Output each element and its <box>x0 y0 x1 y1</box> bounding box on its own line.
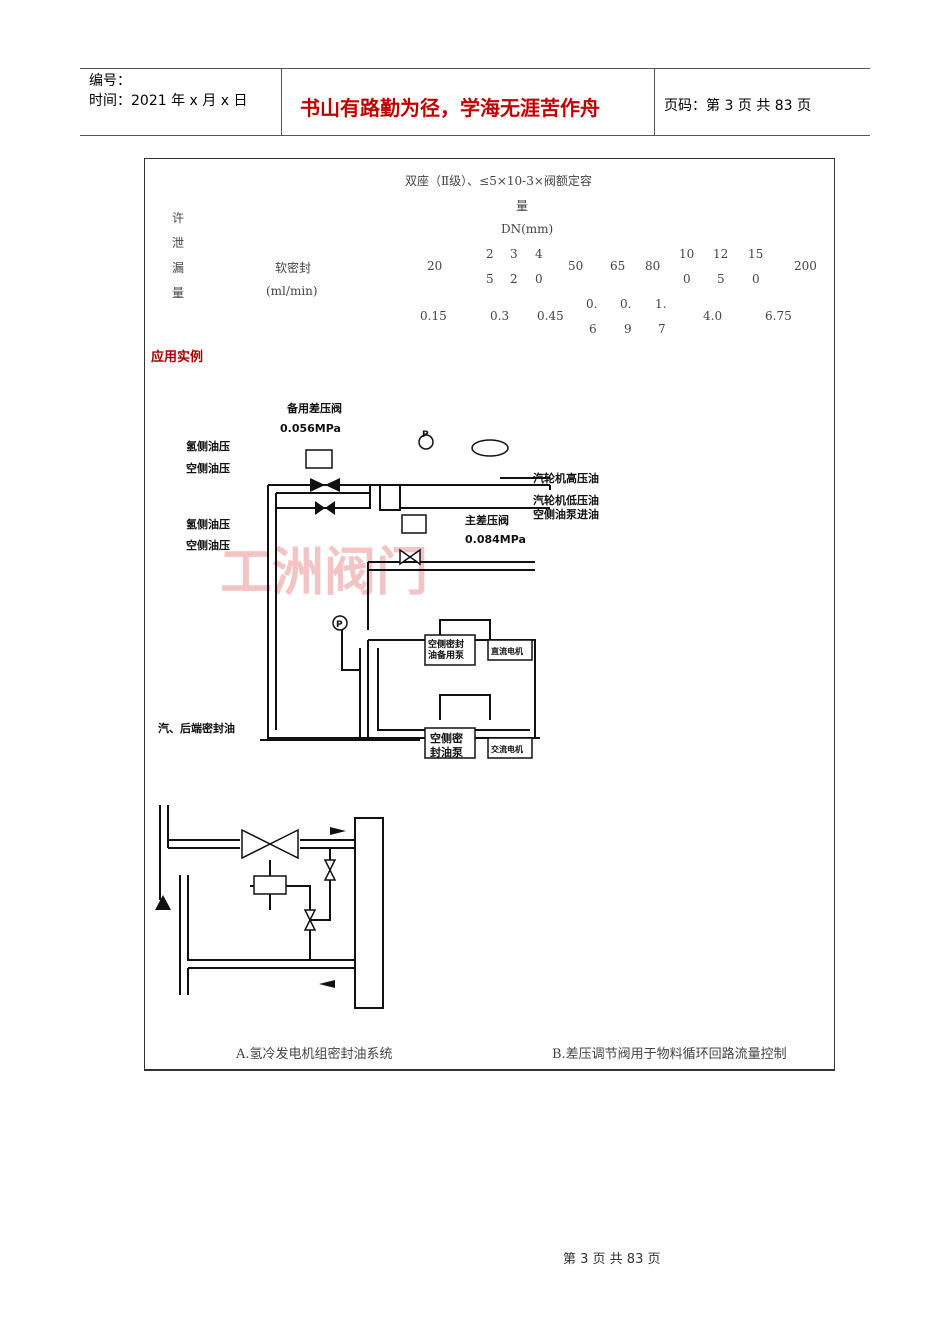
leak-value: 1. <box>655 297 667 311</box>
row-label-char: 漏 <box>172 261 185 275</box>
air-pump-inlet-label: 空侧油泵进油 <box>533 507 599 521</box>
seal-label: 软密封 <box>275 261 312 275</box>
leak-value: 4.0 <box>703 309 723 323</box>
leak-value: 9 <box>624 322 632 336</box>
turbine-low-label: 汽轮机低压油 <box>533 493 599 507</box>
h2-oil-pressure-label: 氢侧油压 <box>186 517 230 531</box>
leak-value: 0. <box>586 297 598 311</box>
dn-value: 80 <box>645 259 661 273</box>
dn-value: 0 <box>683 272 691 286</box>
dn-value: 10 <box>679 247 695 261</box>
dn-value: 0 <box>535 272 543 286</box>
caption-b: B.差压调节阀用于物料循环回路流量控制 <box>552 1047 787 1062</box>
dn-value: 5 <box>486 272 494 286</box>
leak-value: 7 <box>658 322 666 336</box>
document-number: 编号： <box>89 73 131 89</box>
air-oil-pressure-label: 空侧油压 <box>186 461 230 475</box>
dn-value: 15 <box>748 247 764 261</box>
table-title-cont: 量 <box>516 199 529 213</box>
dn-value: 50 <box>568 259 584 273</box>
dn-value: 4 <box>535 247 543 261</box>
air-oil-pressure-label: 空侧油压 <box>186 538 230 552</box>
page-footer: 第 3 页 共 83 页 <box>563 1252 661 1267</box>
backup-pressure-label: 0.056MPa <box>280 422 341 435</box>
leak-value: 6.75 <box>765 309 792 323</box>
backup-pump-label: 空侧密封 <box>428 638 464 650</box>
section-title: 应用实例 <box>151 350 204 365</box>
row-label-char: 量 <box>172 286 185 300</box>
page-number: 页码：第 3 页 共 83 页 <box>664 98 811 114</box>
dn-value: 20 <box>427 259 443 273</box>
dn-value: 2 <box>486 247 494 261</box>
dn-value: 200 <box>794 259 817 273</box>
seal-oil-system-diagram: 工洲阀门 备用差压阀 0.056MPa 氢 <box>158 401 599 759</box>
leak-value: 0. <box>620 297 632 311</box>
leak-value: 0.3 <box>490 309 510 323</box>
dn-value: 65 <box>610 259 626 273</box>
header-bottom-rule <box>80 135 870 136</box>
dn-value: 2 <box>510 272 518 286</box>
table-title: 双座（Ⅱ级）、≤5×10-3×阀额定容 <box>405 174 592 188</box>
flow-control-diagram <box>155 805 384 1009</box>
gauge-label: P <box>336 620 343 630</box>
row-label-char: 许 <box>172 211 185 225</box>
gauge-label: P <box>422 430 429 440</box>
document-date: 时间：2021 年 x 月 x 日 <box>89 93 248 109</box>
backup-valve-label: 备用差压阀 <box>286 401 342 415</box>
header-motto: 书山有路勤为径，学海无涯苦作舟 <box>300 96 600 120</box>
ac-motor-label: 交流电机 <box>491 744 523 754</box>
header-top-rule <box>80 68 870 69</box>
dc-motor-label: 直流电机 <box>491 646 523 656</box>
main-pump-label: 封油泵 <box>430 745 463 759</box>
leak-value: 6 <box>589 322 597 336</box>
h2-oil-pressure-label: 氢侧油压 <box>186 439 230 453</box>
leak-value: 0.15 <box>420 309 447 323</box>
dn-value: 5 <box>717 272 725 286</box>
content-frame <box>144 158 835 1071</box>
header-divider <box>654 68 655 136</box>
watermark: 工洲阀门 <box>220 543 428 603</box>
main-pump-label: 空侧密 <box>430 731 463 745</box>
dn-label: DN(mm) <box>501 222 554 236</box>
row-label-char: 泄 <box>172 236 185 250</box>
unit-label: (ml/min) <box>266 284 318 298</box>
main-valve-label: 主差压阀 <box>465 513 509 527</box>
leak-value: 0.45 <box>537 309 564 323</box>
caption-a: A.氢冷发电机组密封油系统 <box>236 1047 393 1062</box>
backup-pump-label: 油备用泵 <box>428 649 465 661</box>
turbine-high-label: 汽轮机高压油 <box>533 471 599 485</box>
dn-value: 12 <box>713 247 729 261</box>
main-pressure-label: 0.084MPa <box>465 533 526 546</box>
dn-value: 0 <box>752 272 760 286</box>
header-divider <box>281 68 282 136</box>
seal-oil-label: 汽、后端密封油 <box>158 721 235 735</box>
dn-value: 3 <box>510 247 518 261</box>
